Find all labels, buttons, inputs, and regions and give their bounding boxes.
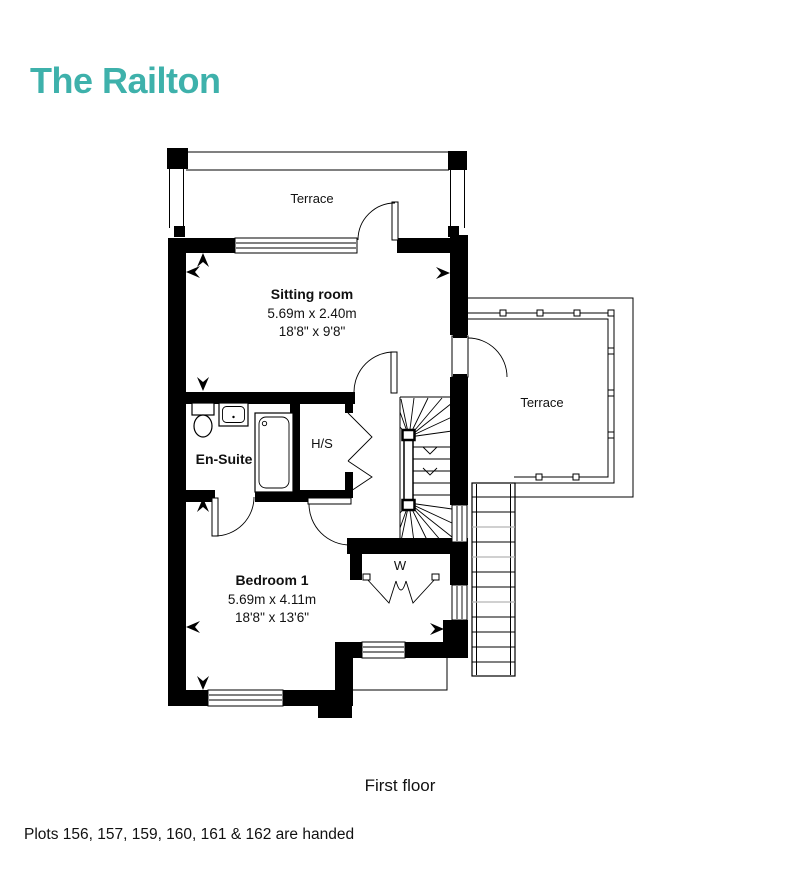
windows [207, 237, 468, 707]
stair-rail [403, 432, 414, 508]
staircase [399, 396, 453, 543]
basin [218, 402, 249, 427]
stairwell-edge [399, 396, 452, 538]
terrace-right-label: Terrace [520, 395, 563, 410]
stair-window [451, 504, 468, 543]
sitting-room-label: Sitting room [271, 286, 353, 302]
right-terrace: Terrace [468, 297, 634, 498]
terrace-balustrade [169, 169, 465, 228]
wall [168, 238, 186, 706]
wall [345, 472, 353, 498]
wall [300, 392, 355, 404]
sitting-room-door [353, 351, 398, 394]
terrace-post [167, 148, 188, 169]
wall [290, 392, 300, 498]
dim-arrow-left [186, 266, 200, 278]
toilet [191, 402, 215, 438]
bath [254, 412, 294, 493]
page-title: The Railton [30, 60, 221, 102]
hs-label: H/S [311, 436, 333, 451]
bedroom1-metric: 5.69m x 4.11m [228, 592, 316, 607]
wardrobe-label: W [394, 558, 407, 573]
wall [347, 538, 468, 554]
top-terrace: Terrace [167, 148, 467, 237]
stair-direction-chevrons [422, 446, 438, 476]
dim-arrow-right [430, 623, 444, 635]
terrace-post-small [448, 226, 459, 237]
bedroom-window [207, 689, 284, 707]
footer-note: Plots 156, 157, 159, 160, 161 & 162 are … [24, 826, 355, 843]
terrace-top-label: Terrace [290, 191, 333, 206]
dim-arrow-down [197, 676, 209, 690]
wall [450, 235, 468, 335]
wall [186, 392, 300, 404]
dimension-arrows [186, 253, 450, 690]
sitting-room-metric: 5.69m x 2.40m [267, 306, 356, 321]
terrace-post-small [174, 226, 185, 237]
bedroom-door [307, 497, 352, 546]
dim-arrow-left [186, 621, 200, 633]
bedroom1-imperial: 18'8" x 13'6" [235, 610, 309, 625]
footprint-outline [353, 658, 448, 691]
wall [443, 620, 468, 644]
terrace-top-door [357, 201, 399, 241]
wall [450, 377, 468, 505]
terrace-right-door [451, 333, 508, 379]
balustrade-posts [499, 309, 615, 481]
stair-newel [401, 428, 416, 442]
ensuite-label: En-Suite [196, 451, 253, 467]
wall [405, 642, 468, 658]
bedroom-east-window [451, 584, 468, 621]
floor-caption: First floor [364, 776, 436, 795]
hs-bifold-doors [347, 412, 373, 494]
sitting-room-imperial: 18'8" x 9'8" [279, 324, 346, 339]
terrace-outer-boundary [468, 297, 634, 498]
wall [318, 700, 352, 718]
doors [211, 201, 508, 604]
bedroom-se-window [361, 641, 406, 659]
bedroom1-label: Bedroom 1 [235, 572, 308, 588]
wall [345, 392, 353, 413]
ensuite-door [211, 496, 255, 537]
walls [168, 235, 468, 718]
wall [350, 554, 362, 580]
stair-newel [401, 498, 416, 512]
wall [186, 490, 215, 502]
dim-arrow-down [197, 377, 209, 391]
dim-arrow-up [197, 253, 209, 267]
wardrobe-bifold-doors [362, 573, 440, 604]
terrace-balustrade [186, 151, 449, 171]
dim-arrow-up [197, 498, 209, 512]
terrace-post [448, 151, 467, 170]
dim-arrow-right [436, 267, 450, 279]
room-labels: Sitting room 5.69m x 2.40m 18'8" x 9'8" … [196, 286, 407, 625]
straight-treads [413, 446, 452, 496]
ensuite-fixtures [191, 402, 294, 493]
wall [168, 690, 208, 706]
sitting-room-window [234, 237, 358, 254]
external-stairs [471, 482, 516, 677]
